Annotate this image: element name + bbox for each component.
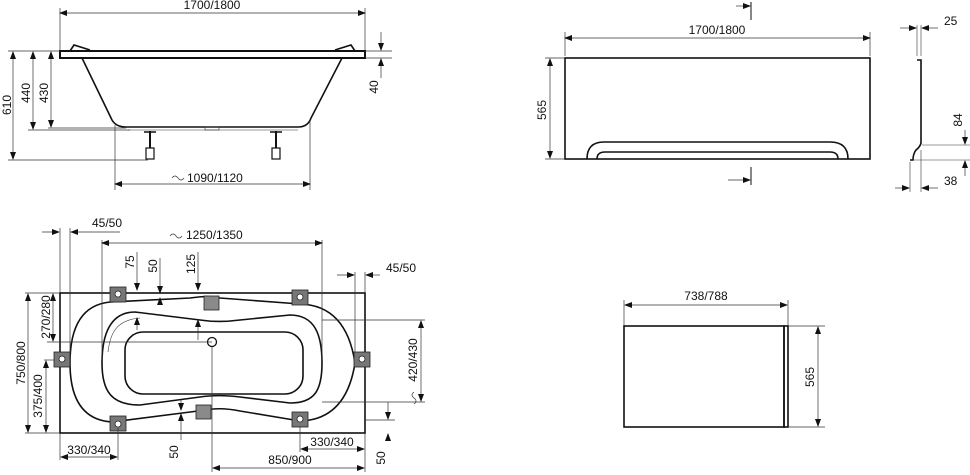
top-view: 45/50 1250/1350 75 50 125 45/50 750/800 … bbox=[14, 216, 425, 472]
basin-middle bbox=[101, 311, 323, 406]
inner-width-label: 420/430 bbox=[406, 338, 420, 382]
front-panel-view: 1700/1800 565 bbox=[535, 2, 871, 185]
width-label: 750/800 bbox=[14, 341, 28, 385]
left-offset-label: 45/50 bbox=[92, 216, 122, 230]
side-depth-440: 440 bbox=[19, 83, 33, 103]
front-panel bbox=[564, 57, 871, 160]
side-view: 1700/1800 610 440 430 bbox=[0, 0, 392, 190]
right-offset-label: 45/50 bbox=[386, 261, 416, 275]
panel-profile-view: 25 84 38 bbox=[895, 14, 970, 192]
tub-outline bbox=[59, 292, 366, 434]
leg-span-label: 1250/1350 bbox=[186, 228, 243, 242]
approx-icon bbox=[171, 175, 185, 181]
leg-left bbox=[144, 131, 156, 160]
basin-outer bbox=[69, 295, 356, 423]
profile-top-label: 25 bbox=[944, 14, 958, 28]
dim-125-label: 125 bbox=[184, 254, 198, 274]
side-panel bbox=[623, 325, 785, 428]
dim-50-right-label: 50 bbox=[374, 451, 388, 465]
panel-height-label: 565 bbox=[535, 100, 549, 120]
faucet-top-icon bbox=[203, 295, 220, 311]
tub-rim bbox=[59, 50, 366, 59]
tub-body bbox=[81, 57, 343, 128]
faucet-bottom-icon bbox=[195, 404, 212, 420]
side-leg-span-label: 1090/1120 bbox=[187, 171, 243, 185]
panel-profile bbox=[910, 59, 922, 161]
side-depth-430: 430 bbox=[37, 83, 51, 103]
dim-50-top-label: 50 bbox=[146, 259, 160, 273]
upper-half-label: 270/280 bbox=[39, 295, 53, 339]
profile-bottom-label: 38 bbox=[944, 174, 958, 188]
basin-inner bbox=[124, 331, 304, 395]
side-panel-view: 738/788 565 bbox=[623, 289, 825, 428]
leg-right bbox=[270, 131, 282, 160]
right-leg-offset-label: 330/340 bbox=[310, 435, 354, 449]
side-panel-height-label: 565 bbox=[803, 367, 817, 387]
left-leg-offset-label: 330/340 bbox=[67, 443, 111, 457]
rim-thickness-label: 40 bbox=[367, 80, 381, 94]
drain-offset-label: 850/900 bbox=[268, 453, 312, 467]
dim-75-label: 75 bbox=[123, 255, 137, 269]
profile-step-label: 84 bbox=[951, 113, 965, 127]
lower-half-label: 375/400 bbox=[31, 374, 45, 418]
side-panel-length-label: 738/788 bbox=[684, 289, 728, 303]
side-height-610: 610 bbox=[0, 95, 14, 115]
dim-50-bottom-label: 50 bbox=[167, 445, 181, 459]
panel-length-label: 1700/1800 bbox=[689, 23, 746, 37]
side-length-label: 1700/1800 bbox=[184, 0, 241, 12]
